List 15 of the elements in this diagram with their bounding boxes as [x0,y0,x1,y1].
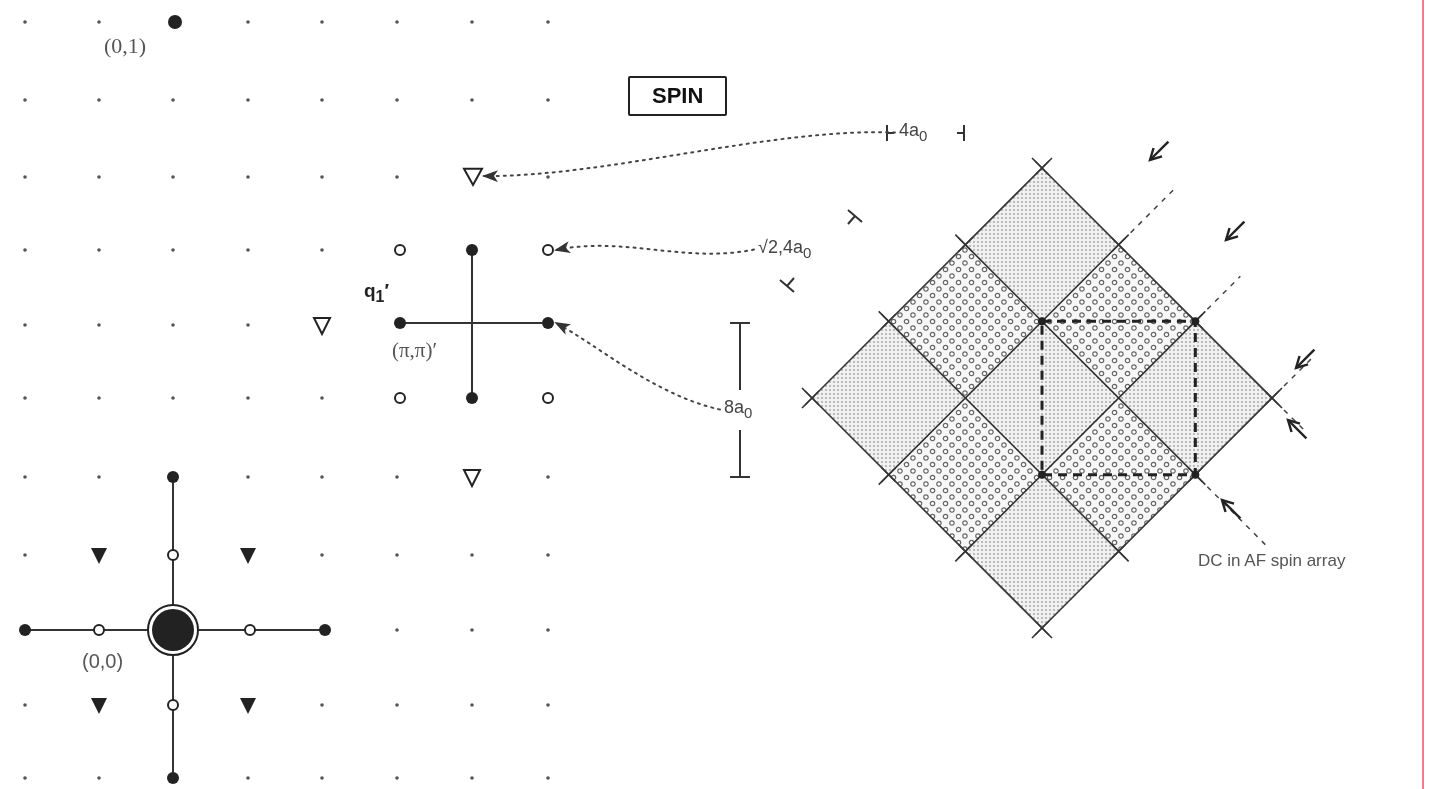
dotted-arrow [554,322,721,411]
dimension-label: 8a$_{0}$ [724,398,753,422]
coordinate-label: q$_{1}$′ [364,280,389,306]
spin-box: SPIN [628,76,728,117]
open-triangle-marker [464,167,482,185]
coordinate-label: (0,1) [104,33,147,59]
dimension-label: 4a$_{0}$ [899,121,928,145]
dotted-arrow [482,131,896,182]
peak-marker [542,244,554,256]
dotted-arrow [554,241,755,255]
peak-marker [542,317,554,329]
dimension-label: √2,4a$_{0}$ [758,238,812,262]
coordinate-label: (π,π)′ [392,338,438,363]
coordinate-label: (0,0) [82,650,124,673]
caption-label: DC in AF spin array [1198,551,1346,571]
